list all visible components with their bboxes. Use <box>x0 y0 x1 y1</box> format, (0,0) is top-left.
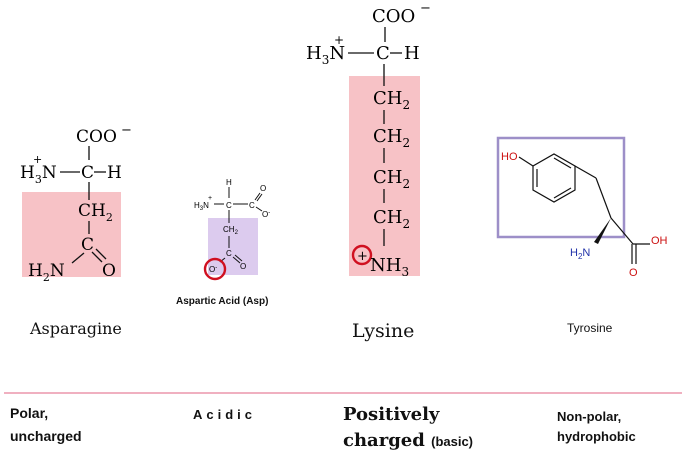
lysine-coo-charge: − <box>420 1 431 16</box>
lysine-alpha-carbon: C <box>376 43 390 64</box>
tyrosine-oh: OH <box>651 235 668 247</box>
aspartic-carboxyl-ominus: O- <box>262 210 270 219</box>
asparagine-carbonyl-o: O <box>102 261 116 281</box>
lysine-structure: COO − H3N + C H CH2 CH2 CH2 CH2 + NH3 <box>306 1 431 279</box>
aspartic-side-o: O <box>240 262 246 271</box>
category-basic-word: (basic) <box>431 434 474 450</box>
lysine-coo: COO <box>372 6 415 27</box>
aspartic-side-chain-highlight <box>208 218 258 275</box>
lysine-amine-plus: + <box>334 33 344 47</box>
category-nonpolar-line2: hydrophobic <box>557 428 636 444</box>
category-positively-charged: Positively charged (basic) <box>343 403 473 454</box>
aspartic-amine-plus: + <box>208 195 212 202</box>
asparagine-side-chain-highlight <box>22 192 121 277</box>
aspartic-carboxyl-c: C <box>249 201 255 210</box>
section-divider <box>4 392 682 394</box>
lysine-ch2-1: CH2 <box>373 88 410 112</box>
tyrosine-label: Tyrosine <box>567 321 613 335</box>
asparagine-ch2: CH2 <box>78 201 113 224</box>
aspartic-ch2: CH2 <box>223 225 239 236</box>
lysine-ch2-3: CH2 <box>373 167 410 191</box>
category-nonpolar-line1: Non-polar, <box>557 409 622 424</box>
asparagine-structure: COO − H3N + C H CH2 C O H2N <box>20 123 132 284</box>
asparagine-amine-plus: + <box>33 153 42 166</box>
lysine-terminal-nh3: NH3 <box>370 255 409 279</box>
asparagine-amide-nh2: H2N <box>28 261 65 284</box>
asparagine-coo: COO <box>76 127 117 147</box>
asparagine-alpha-h: H <box>107 163 122 183</box>
aspartic-alpha-c: C <box>226 201 232 210</box>
category-acidic: Acidic <box>193 407 257 422</box>
category-polar-line1: Polar, <box>10 405 49 421</box>
lysine-alpha-h: H <box>404 43 420 64</box>
asparagine-label: Asparagine <box>30 319 122 338</box>
aspartic-charge-circle <box>203 257 227 281</box>
lysine-term-plus: + <box>357 249 368 264</box>
asparagine-amine: H3N <box>20 163 57 186</box>
lysine-ch2-2: CH2 <box>373 126 410 150</box>
tyrosine-structure: HO H2N OH O <box>496 136 668 279</box>
tyrosine-ho: HO <box>501 151 518 163</box>
lysine-label: Lysine <box>352 320 415 342</box>
aspartic-carboxyl-o: O <box>260 184 266 193</box>
aspartic-side-c: C <box>226 249 232 258</box>
lysine-amine: H3N <box>306 43 345 67</box>
aspartic-acid-label: Aspartic Acid (Asp) <box>176 296 269 307</box>
aspartic-alpha-h: H <box>226 178 232 187</box>
category-positively-line1: Positively <box>343 404 440 425</box>
asparagine-alpha-carbon: C <box>81 163 94 183</box>
category-polar-line2: uncharged <box>10 427 82 444</box>
aspartic-acid-structure: H H3N + C C O O- CH2 C O O- <box>194 178 270 281</box>
lysine-ch2-4: CH2 <box>373 207 410 231</box>
category-polar-uncharged: Polar, uncharged <box>10 404 82 446</box>
tyrosine-side-chain-box <box>496 136 626 239</box>
asparagine-carbonyl-c: C <box>81 235 94 255</box>
category-positively-line2: charged (basic) <box>343 429 473 453</box>
category-nonpolar-hydrophobic: Non-polar, hydrophobic <box>557 408 636 445</box>
tyrosine-o: O <box>629 267 638 279</box>
tyrosine-h2n: H2N <box>570 247 590 261</box>
aspartic-side-ominus: O- <box>209 265 217 274</box>
lysine-charge-circle <box>351 244 373 266</box>
asparagine-coo-charge: − <box>121 123 132 138</box>
category-charged-word: charged <box>343 430 425 452</box>
aspartic-amine: H3N <box>194 201 209 212</box>
